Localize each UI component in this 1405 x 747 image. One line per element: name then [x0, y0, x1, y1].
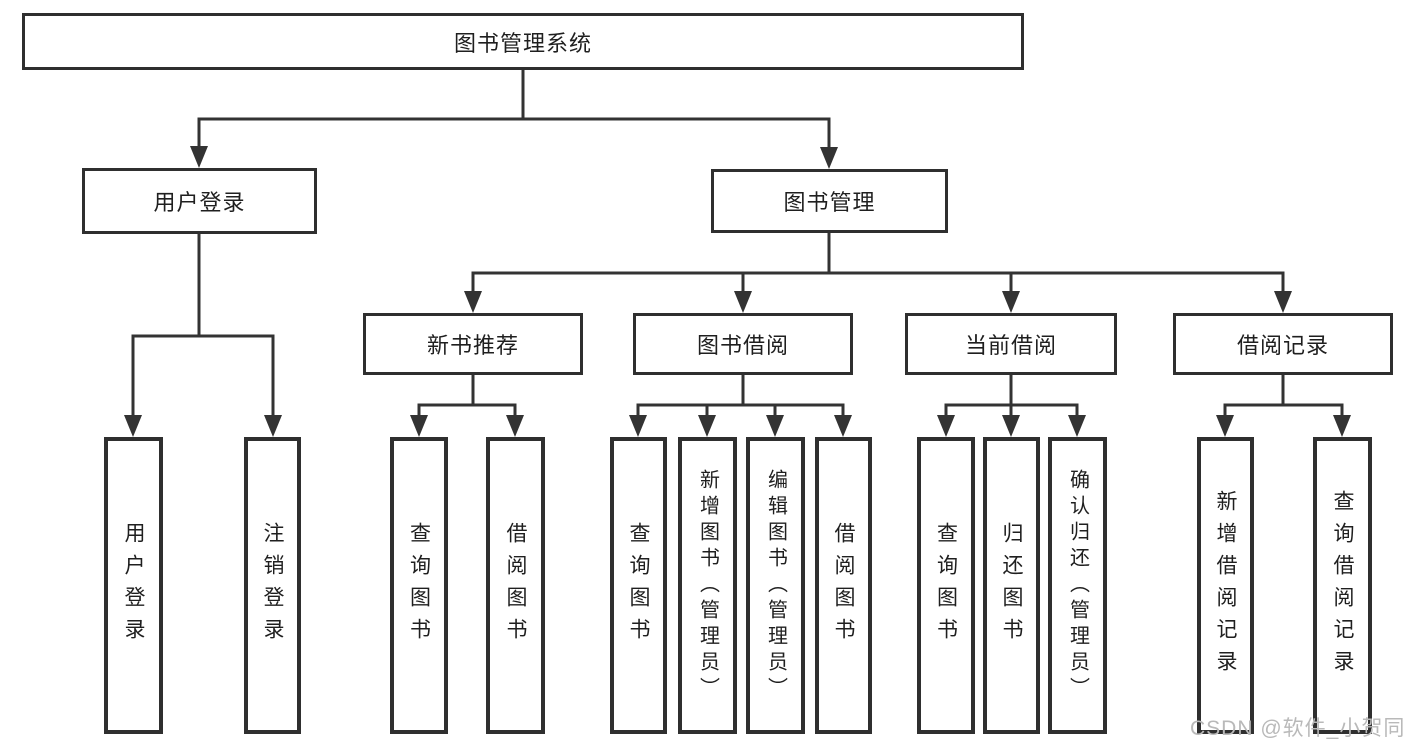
leaf-borrow-books-recommend: 借阅图书	[486, 437, 545, 734]
leaf-label: 借阅图书	[504, 521, 527, 650]
leaf-label: 新增借阅记录	[1214, 489, 1237, 682]
leaf-edit-books-admin: 编辑图书（管理员）	[746, 437, 805, 734]
node-current-borrow: 当前借阅	[905, 313, 1117, 375]
leaf-label: 查询图书	[627, 521, 650, 650]
leaf-query-books-recommend: 查询图书	[390, 437, 448, 734]
leaf-label: 查询图书	[934, 521, 958, 650]
leaf-add-books-admin: 新增图书（管理员）	[678, 437, 737, 734]
leaf-query-books-current: 查询图书	[917, 437, 975, 734]
leaf-label: 借阅图书	[832, 521, 855, 650]
node-book-borrow: 图书借阅	[633, 313, 853, 375]
node-label: 借阅记录	[1236, 333, 1329, 358]
leaf-label: 归还图书	[1000, 521, 1023, 650]
leaf-label: 确认归还（管理员）	[1066, 468, 1089, 703]
leaf-label: 用户登录	[122, 521, 145, 650]
leaf-label: 编辑图书（管理员）	[764, 468, 787, 703]
node-new-book-recommend: 新书推荐	[363, 313, 583, 375]
leaf-confirm-return-admin: 确认归还（管理员）	[1048, 437, 1107, 734]
leaf-user-login: 用户登录	[104, 437, 163, 734]
leaf-query-borrow-record: 查询借阅记录	[1313, 437, 1372, 734]
leaf-query-books-borrow: 查询图书	[610, 437, 667, 734]
leaf-add-borrow-record: 新增借阅记录	[1197, 437, 1254, 734]
node-borrow-records: 借阅记录	[1173, 313, 1393, 375]
leaf-borrow-books-borrow: 借阅图书	[815, 437, 872, 734]
node-label: 当前借阅	[964, 333, 1057, 358]
node-root-library-system: 图书管理系统	[22, 13, 1024, 70]
leaf-return-books: 归还图书	[983, 437, 1040, 734]
node-label: 图书管理	[783, 190, 876, 215]
leaf-logout-login: 注销登录	[244, 437, 301, 734]
node-label: 图书借阅	[696, 333, 789, 358]
leaf-label: 查询图书	[407, 521, 431, 650]
node-label: 图书管理系统	[453, 30, 592, 56]
node-user-login: 用户登录	[82, 168, 317, 234]
leaf-label: 查询借阅记录	[1331, 489, 1354, 682]
node-book-management: 图书管理	[711, 169, 948, 233]
leaf-label: 新增图书（管理员）	[696, 468, 719, 703]
csdn-watermark: CSDN @软件_小贺同学	[1190, 717, 1405, 740]
leaf-label: 注销登录	[261, 521, 284, 650]
arrow-heads	[124, 146, 1351, 437]
tree-edges	[131, 68, 1344, 419]
node-label: 用户登录	[153, 190, 246, 215]
node-label: 新书推荐	[426, 333, 519, 358]
